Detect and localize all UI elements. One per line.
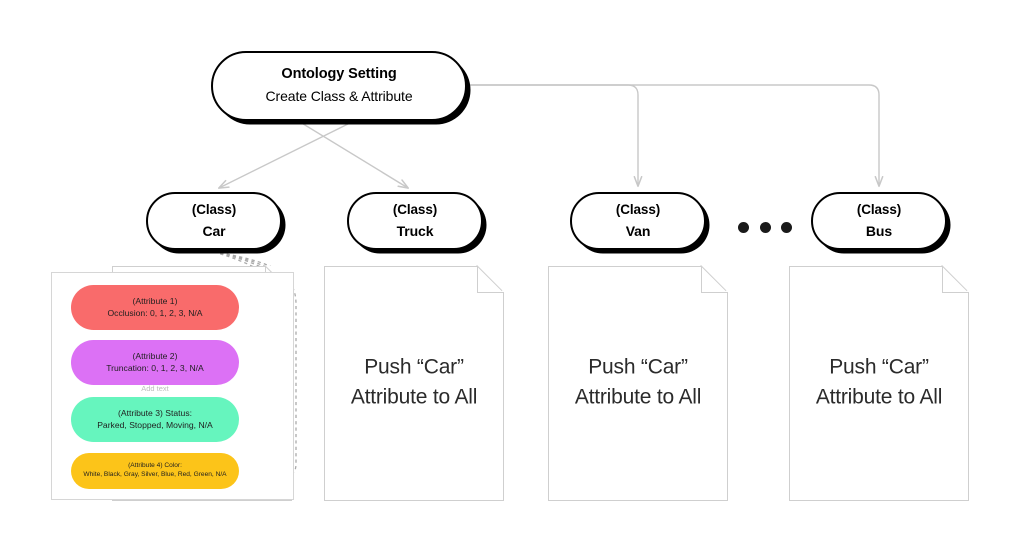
attribute-values: White, Black, Gray, Silver, Blue, Red, G…	[83, 471, 227, 478]
class-name-label: Bus	[865, 222, 893, 239]
edge-root-to-truck	[299, 121, 410, 189]
class-kind-label: (Class)	[392, 201, 438, 217]
attribute-title: (Attribute 2)	[132, 350, 178, 361]
document-card-bus[interactable]: Push “Car” Attribute to All	[789, 266, 969, 501]
document-card-text: Push “Car” Attribute to All	[789, 352, 969, 413]
document-sheet	[789, 266, 969, 501]
document-sheet	[324, 266, 504, 501]
attribute-chip-status[interactable]: (Attribute 3) Status: Parked, Stopped, M…	[71, 397, 239, 442]
edge-root-to-van	[467, 84, 643, 188]
page-fold-icon	[701, 266, 728, 293]
ontology-setting-node[interactable]: Ontology Setting Create Class & Attribut…	[211, 51, 467, 121]
class-node-bus[interactable]: (Class) Bus	[811, 192, 947, 250]
edge-root-to-car	[217, 121, 353, 189]
class-name-label: Van	[625, 222, 651, 239]
edge-root-to-bus	[467, 84, 884, 188]
document-card-truck[interactable]: Push “Car” Attribute to All	[324, 266, 504, 501]
document-sheet	[548, 266, 728, 501]
page-fold-icon	[477, 266, 504, 293]
class-name-label: Truck	[396, 222, 434, 239]
document-text-line-1: Push “Car”	[588, 354, 688, 378]
class-node-truck[interactable]: (Class) Truck	[347, 192, 483, 250]
ellipsis-icon	[738, 221, 792, 233]
class-kind-label: (Class)	[615, 201, 661, 217]
car-attribute-panel: (Attribute 1) Occlusion: 0, 1, 2, 3, N/A…	[51, 272, 294, 500]
attribute-title: (Attribute 3) Status:	[117, 407, 193, 418]
ellipsis-dot	[759, 221, 771, 233]
document-card-van[interactable]: Push “Car” Attribute to All	[548, 266, 728, 501]
ontology-setting-title: Ontology Setting	[281, 66, 397, 83]
ellipsis-dot	[781, 221, 792, 233]
class-kind-label: (Class)	[856, 201, 902, 217]
attribute-chip-occlusion[interactable]: (Attribute 1) Occlusion: 0, 1, 2, 3, N/A	[71, 285, 239, 330]
attribute-values: Parked, Stopped, Moving, N/A	[97, 419, 213, 430]
attribute-values: Truncation: 0, 1, 2, 3, N/A	[106, 362, 204, 373]
document-text-line-2: Attribute to All	[815, 385, 943, 409]
attribute-chip-truncation[interactable]: (Attribute 2) Truncation: 0, 1, 2, 3, N/…	[71, 340, 239, 385]
attribute-chip-color[interactable]: (Attribute 4) Color: White, Black, Gray,…	[71, 453, 239, 489]
attribute-values: Occlusion: 0, 1, 2, 3, N/A	[107, 307, 203, 318]
document-card-text: Push “Car” Attribute to All	[324, 352, 504, 413]
class-node-car[interactable]: (Class) Car	[146, 192, 282, 250]
class-name-label: Car	[202, 222, 226, 239]
ellipsis-dot	[738, 221, 749, 233]
document-card-text: Push “Car” Attribute to All	[548, 352, 728, 413]
ontology-setting-subtitle: Create Class & Attribute	[265, 87, 413, 104]
class-kind-label: (Class)	[191, 201, 237, 217]
attribute-title: (Attribute 4) Color:	[128, 462, 182, 470]
document-text-line-2: Attribute to All	[574, 385, 702, 409]
document-text-line-1: Push “Car”	[829, 354, 929, 378]
page-fold-icon	[942, 266, 969, 293]
document-text-line-1: Push “Car”	[364, 354, 464, 378]
attribute-title: (Attribute 1)	[132, 295, 178, 306]
add-text-placeholder[interactable]: Add text	[141, 384, 169, 393]
document-text-line-2: Attribute to All	[350, 385, 478, 409]
class-node-van[interactable]: (Class) Van	[570, 192, 706, 250]
